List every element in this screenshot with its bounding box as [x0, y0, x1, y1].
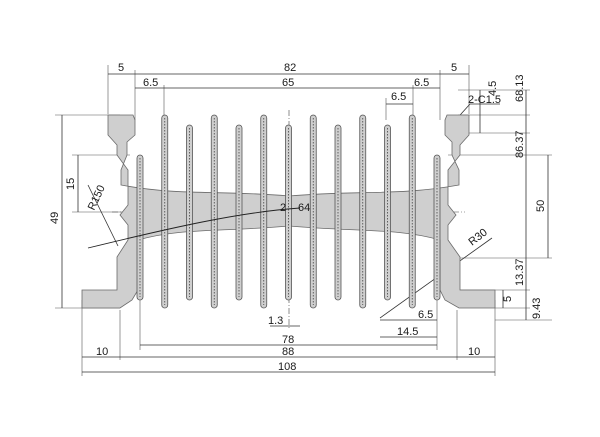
dim-flange-right: 10 — [468, 346, 480, 358]
dim-tip: 6.5 — [418, 309, 433, 321]
dim-fin-thickness: 1.3 — [268, 315, 283, 327]
dim-right-5: 5 — [502, 296, 514, 302]
dim-inner: 88 — [282, 346, 294, 358]
r150-arc — [87, 207, 301, 249]
dim-center-fin: 2 — [280, 202, 286, 214]
dim-foot: 14.5 — [397, 326, 418, 338]
dim-fin-span: 65 — [282, 77, 294, 89]
dim-right-943: 9.43 — [531, 298, 543, 319]
dim-right-45: 4.5 — [487, 81, 499, 96]
dim-right-height: 50 — [535, 200, 547, 212]
dim-fin-span-left: 6.5 — [143, 77, 158, 89]
dim-r30: R30 — [466, 226, 489, 248]
dim-left-15: 15 — [65, 178, 77, 190]
dim-fin-span-right: 6.5 — [414, 77, 429, 89]
fin-group — [136, 114, 441, 309]
dim-top-right-step: 5 — [451, 62, 457, 74]
dim-top-left-step: 5 — [118, 62, 124, 74]
dim-base-span: 78 — [282, 334, 294, 346]
dim-right-1337: 13.37 — [514, 258, 526, 286]
dim-right-6813: 68.13 — [514, 74, 526, 102]
dim-left-height: 49 — [49, 212, 61, 224]
dim-chamfer: 2-C1.5 — [468, 94, 501, 106]
dim-flange-left: 10 — [96, 346, 108, 358]
dim-top-overall: 82 — [284, 62, 296, 74]
dim-right-8637: 86.37 — [514, 130, 526, 158]
dim-pitch: 6.5 — [391, 91, 406, 103]
dim-overall: 108 — [278, 361, 296, 373]
dimension-lines — [55, 65, 552, 376]
dim-center-64: 64 — [298, 202, 310, 214]
